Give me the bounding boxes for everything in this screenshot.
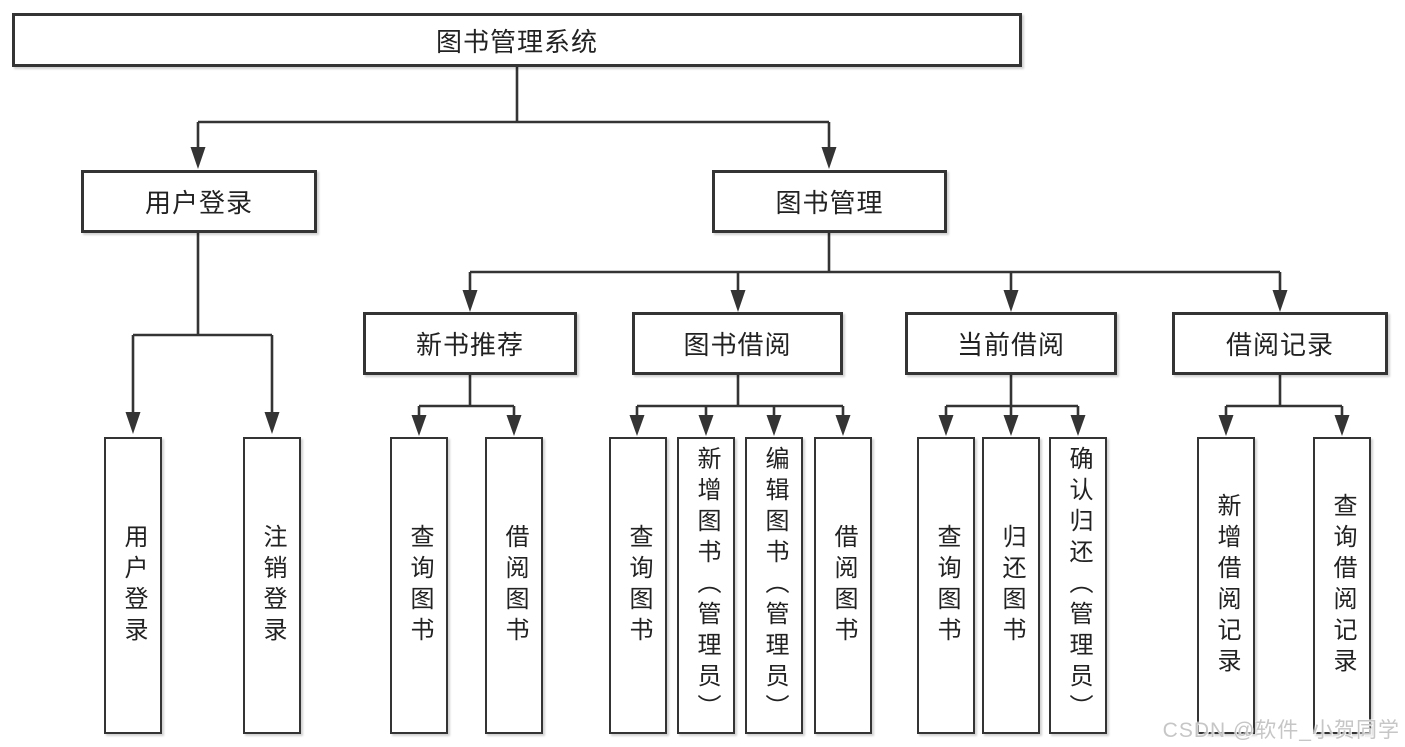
leaf-query-books-recommend: 查询图书 <box>390 437 448 734</box>
leaf-return-book-label: 归还图书 <box>998 523 1025 648</box>
leaf-borrow-books-recommend-label: 借阅图书 <box>501 523 528 648</box>
node-new-book-recommendation: 新书推荐 <box>363 312 577 375</box>
leaf-edit-book-admin-label: 编辑图书（管理员） <box>761 446 788 725</box>
leaf-return-book: 归还图书 <box>982 437 1040 734</box>
leaf-query-books-borrow-label: 查询图书 <box>625 523 652 648</box>
watermark: CSDN @软件_小贺同学 <box>1162 719 1400 742</box>
leaf-query-books-current-label: 查询图书 <box>933 523 960 648</box>
leaf-add-book-admin-label: 新增图书（管理员） <box>693 446 720 725</box>
leaf-confirm-return-admin-label: 确认归还（管理员） <box>1065 446 1092 725</box>
leaf-add-borrow-record: 新增借阅记录 <box>1197 437 1255 734</box>
node-book-management: 图书管理 <box>712 170 947 233</box>
leaf-query-borrow-record: 查询借阅记录 <box>1313 437 1371 734</box>
arrowhead-glyphs <box>125 147 1350 436</box>
leaf-edit-book-admin: 编辑图书（管理员） <box>745 437 803 734</box>
node-current-borrowing: 当前借阅 <box>905 312 1117 375</box>
leaf-query-books-borrow: 查询图书 <box>609 437 667 734</box>
leaf-user-login-label: 用户登录 <box>120 523 147 648</box>
leaf-borrow-books-borrow: 借阅图书 <box>814 437 872 734</box>
node-borrowing-records: 借阅记录 <box>1172 312 1388 375</box>
leaf-logout-login: 注销登录 <box>243 437 301 734</box>
leaf-logout-login-label: 注销登录 <box>259 523 286 648</box>
connector-edges <box>131 67 1344 416</box>
leaf-add-borrow-record-label: 新增借阅记录 <box>1213 492 1240 679</box>
node-root: 图书管理系统 <box>12 13 1022 67</box>
leaf-add-book-admin: 新增图书（管理员） <box>677 437 735 734</box>
leaf-query-borrow-record-label: 查询借阅记录 <box>1329 492 1356 679</box>
leaf-query-books-recommend-label: 查询图书 <box>406 523 433 648</box>
node-user-login: 用户登录 <box>81 170 317 233</box>
node-book-borrowing: 图书借阅 <box>632 312 843 375</box>
leaf-borrow-books-borrow-label: 借阅图书 <box>830 523 857 648</box>
leaf-query-books-current: 查询图书 <box>917 437 975 734</box>
leaf-borrow-books-recommend: 借阅图书 <box>485 437 543 734</box>
leaf-confirm-return-admin: 确认归还（管理员） <box>1049 437 1107 734</box>
leaf-user-login: 用户登录 <box>104 437 162 734</box>
